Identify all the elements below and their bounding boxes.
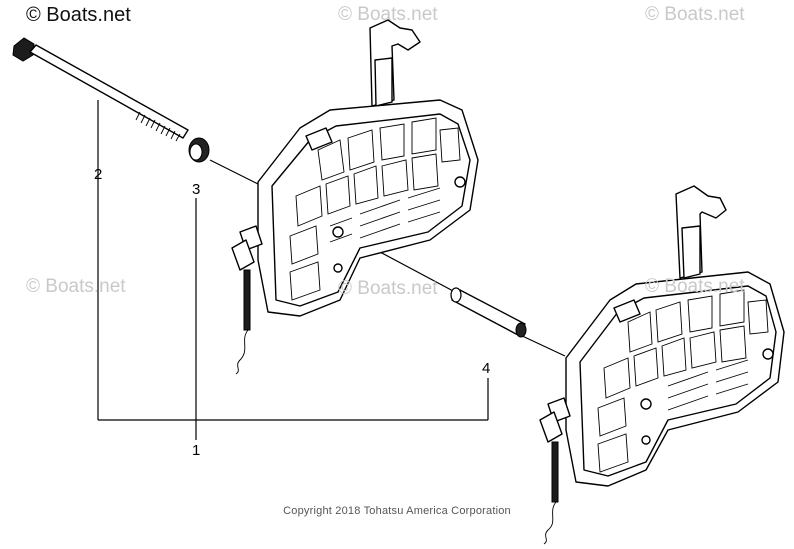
watermark-main: © Boats.net [26,4,131,26]
watermark: © Boats.net [26,276,126,297]
watermark: © Boats.net [338,4,438,25]
copyright-text: Copyright 2018 Tohatsu America Corporati… [283,505,511,517]
remote-control-box-left [231,19,479,375]
remote-control-box-right [539,185,785,545]
watermark: © Boats.net [338,278,438,299]
bolt-part-2 [12,37,189,142]
nut-part-3 [188,137,210,163]
watermark: © Boats.net [645,4,745,25]
callout-4: 4 [482,360,491,377]
callout-3: 3 [192,181,201,198]
pin-part-4 [450,287,527,338]
callout-1: 1 [192,442,201,459]
callout-2: 2 [94,166,103,183]
watermark: © Boats.net [645,276,745,297]
